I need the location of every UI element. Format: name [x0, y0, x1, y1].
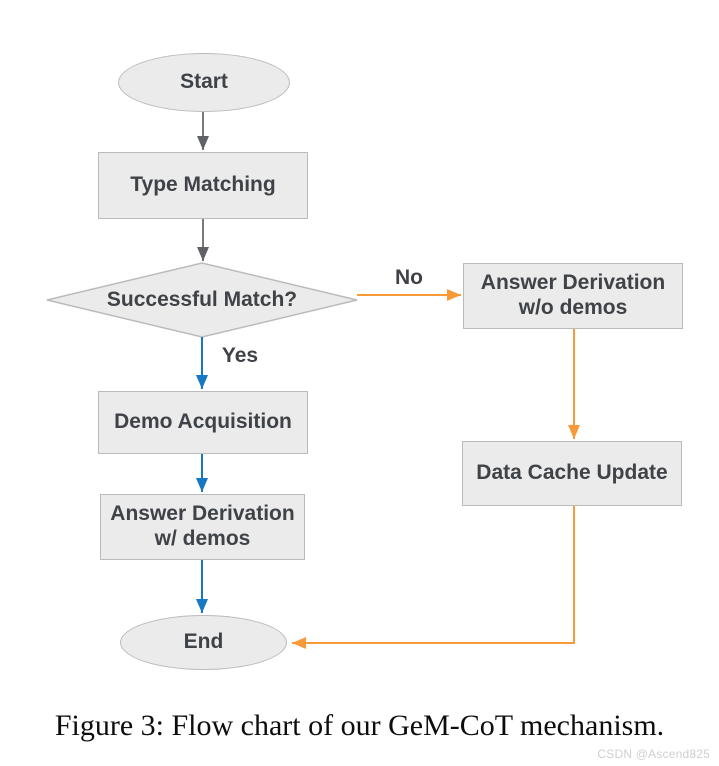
edge-label-no: No [395, 266, 423, 289]
answer-derivation-wo-demos-line1: Answer Derivation [480, 271, 666, 295]
successful-match-label: Successful Match? [106, 287, 298, 311]
edge-label-yes: Yes [221, 344, 259, 367]
type-matching-node: Type Matching [98, 152, 308, 219]
start-node: Start [118, 53, 290, 112]
type-matching-label: Type Matching [130, 173, 276, 197]
answer-derivation-w-demos-line2: w/ demos [154, 527, 251, 550]
successful-match-diamond-shape [46, 262, 358, 338]
start-label: Start [180, 70, 228, 94]
watermark: CSDN @Ascend825 [597, 747, 710, 761]
figure-caption: Figure 3: Flow chart of our GeM-CoT mech… [54, 709, 665, 742]
edge-data-cache-update-to-end [292, 506, 575, 649]
end-node: End [120, 615, 287, 670]
end-label: End [183, 630, 224, 654]
answer-derivation-wo-demos-node: Answer Derivation w/o demos [463, 263, 683, 329]
successful-match-node: Successful Match? [47, 263, 357, 337]
answer-derivation-wo-demos-line2: w/o demos [518, 296, 628, 319]
demo-acquisition-label: Demo Acquisition [114, 410, 292, 434]
demo-acquisition-node: Demo Acquisition [98, 391, 308, 454]
answer-derivation-w-demos-node: Answer Derivation w/ demos [100, 494, 305, 560]
answer-derivation-w-demos-line1: Answer Derivation [110, 502, 295, 526]
data-cache-update-node: Data Cache Update [462, 441, 682, 506]
data-cache-update-label: Data Cache Update [476, 461, 668, 485]
flowchart-edges-layer [46, 112, 580, 649]
